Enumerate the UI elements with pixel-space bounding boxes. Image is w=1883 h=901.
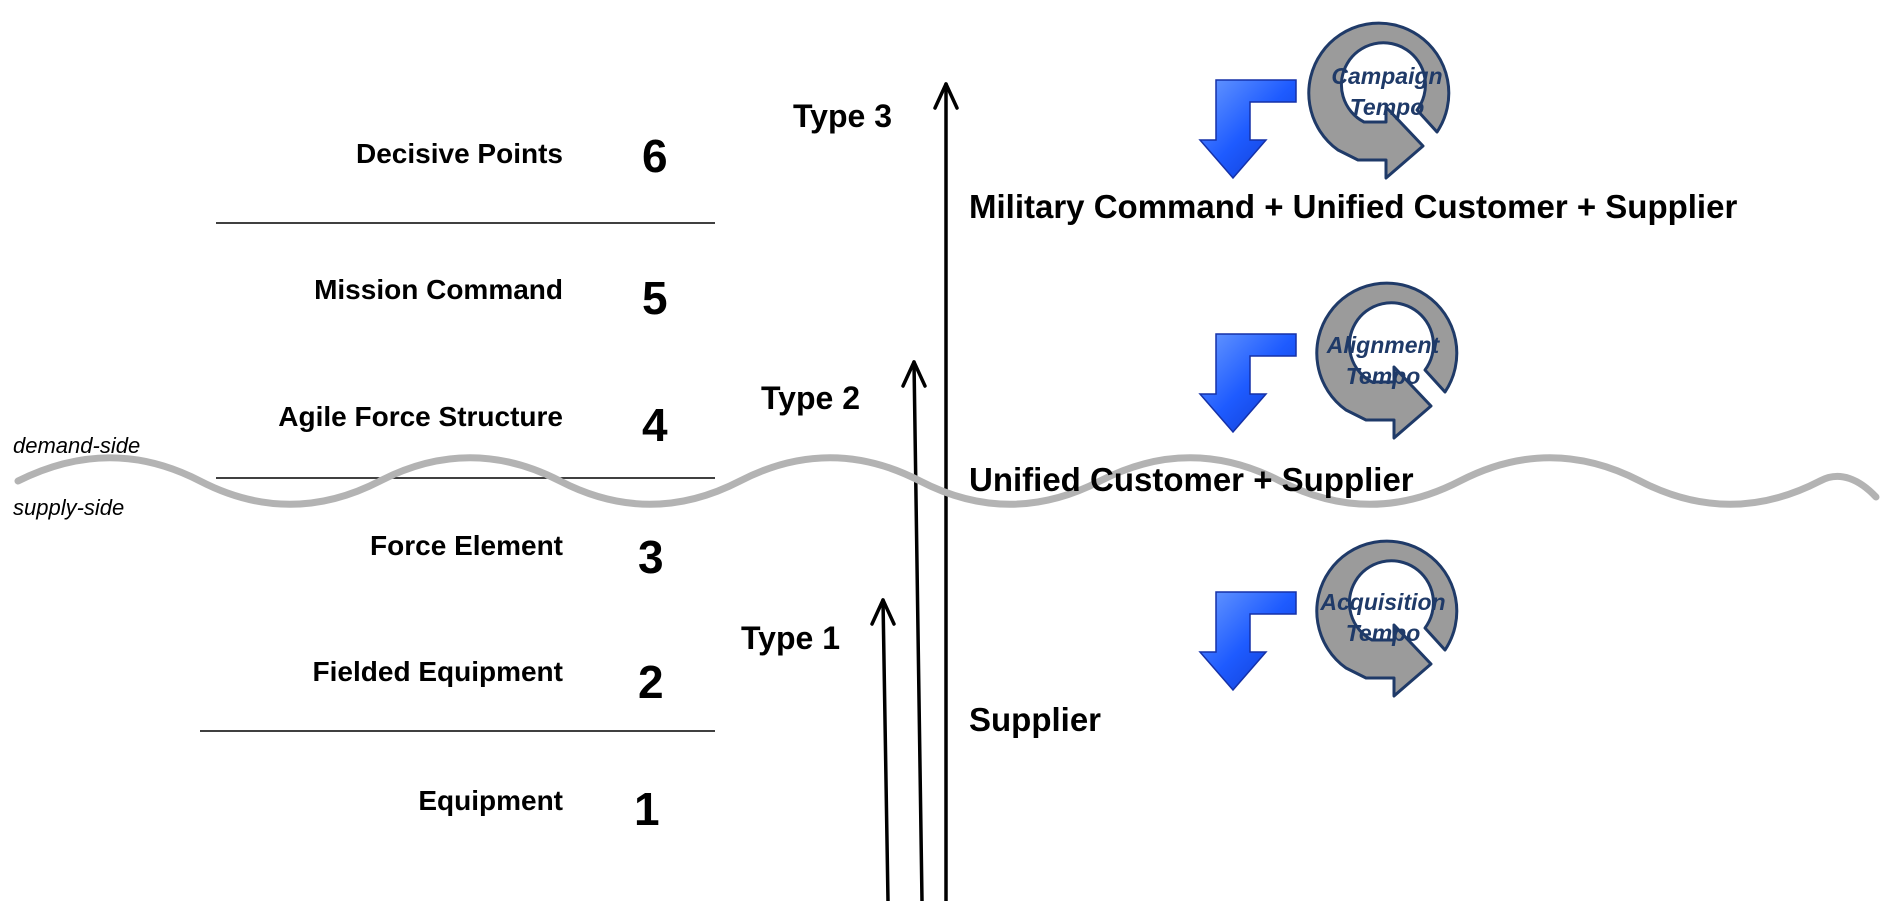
type2-arrowhead-icon (901, 360, 927, 388)
level-number: 4 (642, 399, 668, 451)
type1-arrowhead-icon (870, 598, 896, 626)
type-label: Type 3 (793, 98, 892, 134)
level-number: 3 (638, 531, 664, 583)
level-name: Fielded Equipment (312, 656, 563, 687)
tempo-label-line2: Tempo (1346, 620, 1421, 646)
type2-arrow (912, 360, 924, 901)
tempo-label-line2: Tempo (1350, 94, 1425, 120)
type3-arrowhead-icon (933, 82, 959, 110)
type-label: Type 2 (761, 380, 860, 416)
tempo-label-line1: Campaign (1331, 63, 1442, 89)
group-label: Military Command + Unified Customer + Su… (969, 188, 1738, 225)
down-turn-arrow-icon (1199, 79, 1297, 179)
down-turn-arrow-icon (1199, 333, 1297, 433)
demand-side-label: demand-side (13, 433, 141, 458)
level-number: 2 (638, 656, 664, 708)
level-number: 5 (642, 272, 668, 324)
supply-side-label: supply-side (13, 495, 125, 520)
circular-cycle-arrow-icon (1315, 281, 1459, 440)
level-number: 1 (634, 783, 660, 835)
tempo-label-line1: Acquisition (1319, 589, 1445, 615)
level-number: 6 (642, 130, 668, 182)
type-label: Type 1 (741, 620, 840, 656)
level-name: Equipment (418, 785, 563, 816)
circular-cycle-arrow-icon (1315, 539, 1459, 698)
level-name: Agile Force Structure (278, 401, 563, 432)
tempo-label-line1: Alignment (1326, 332, 1441, 358)
group-label: Supplier (969, 701, 1102, 738)
group-label: Unified Customer + Supplier (969, 461, 1414, 498)
tempo-label-line2: Tempo (1346, 363, 1421, 389)
demand-supply-wave (14, 454, 1880, 508)
type1-arrow (881, 598, 890, 901)
level-name: Mission Command (314, 274, 563, 305)
level-name: Force Element (370, 530, 563, 561)
level-name: Decisive Points (356, 138, 563, 169)
down-turn-arrow-icon (1199, 591, 1297, 691)
